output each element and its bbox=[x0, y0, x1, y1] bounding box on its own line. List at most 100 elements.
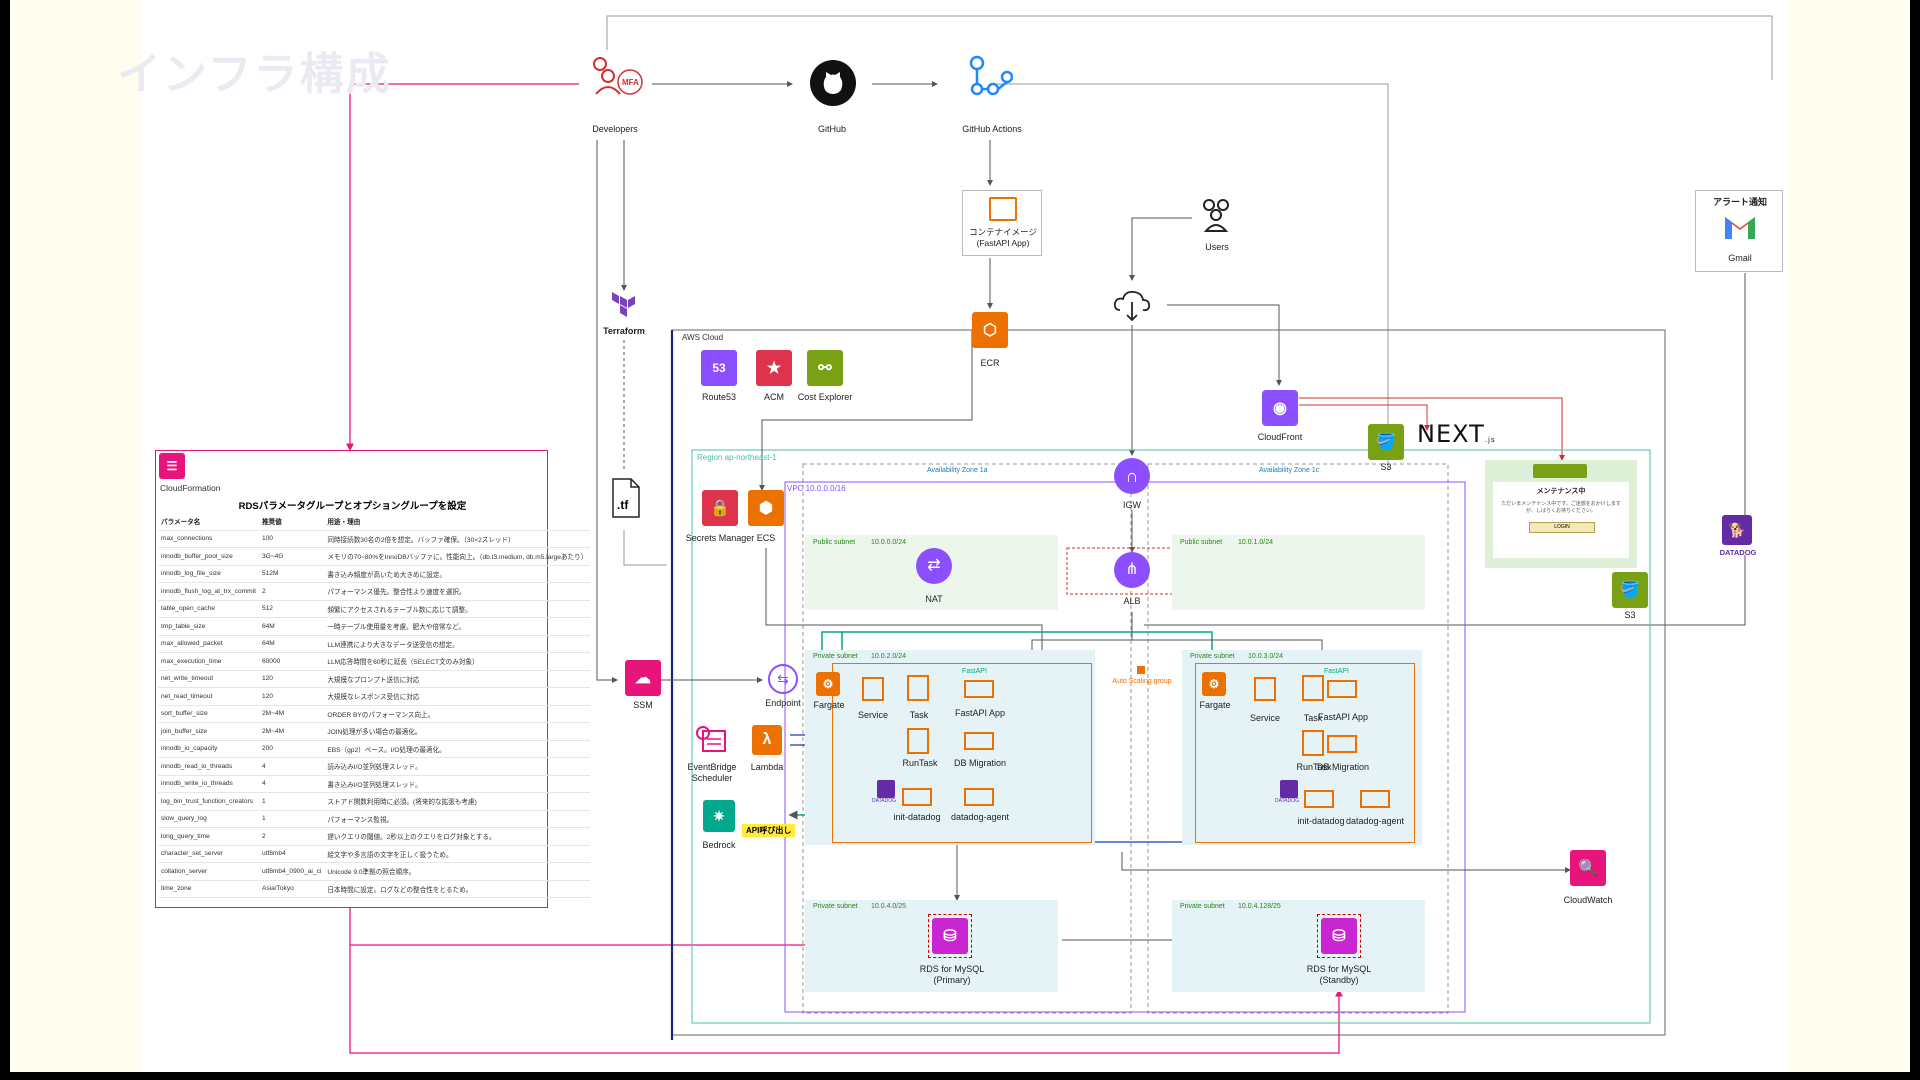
fargate-c-label: Fargate bbox=[1199, 700, 1231, 710]
service-a-icon bbox=[862, 677, 884, 701]
param-reason: EBS（gp2）ベース。I/O処理の最適化。 bbox=[324, 740, 591, 758]
asg-icon bbox=[1137, 666, 1145, 674]
nat-icon: ⇄ bbox=[916, 548, 952, 584]
param-name: table_open_cache bbox=[158, 600, 259, 618]
param-header-value: 推奨値 bbox=[258, 513, 325, 531]
ssm-icon: ☁ bbox=[625, 660, 661, 696]
db-private-subnet-c: Private subnet 10.0.4.128/25 bbox=[1172, 900, 1425, 992]
fastapi-a-tag: FastAPI bbox=[962, 668, 987, 675]
cloudfront-label: CloudFront bbox=[1257, 432, 1303, 442]
container-image-line1: コンテナイメージ bbox=[969, 227, 1037, 237]
rds-primary-line1: RDS for MySQL bbox=[919, 964, 985, 974]
endpoint-label: Endpoint bbox=[765, 698, 801, 708]
param-value: 64M bbox=[258, 635, 325, 653]
param-value: 2M~4M bbox=[258, 705, 325, 723]
param-name: time_zone bbox=[158, 880, 259, 898]
public-subnet-c-cidr: 10.0.1.0/24 bbox=[1238, 539, 1274, 546]
gmail-icon bbox=[1722, 211, 1758, 241]
secrets-manager-label: Secrets Manager bbox=[685, 533, 755, 543]
secrets-manager-icon: 🔒 bbox=[702, 490, 738, 526]
cloudformation-label: CloudFormation bbox=[160, 483, 221, 493]
param-name: innodb_flush_log_at_trx_commit bbox=[158, 582, 259, 601]
ecs-icon: ⬢ bbox=[748, 490, 784, 526]
github-actions-icon bbox=[967, 55, 1014, 103]
datadog-agent-c-icon bbox=[1360, 790, 1390, 808]
cost-explorer-label: Cost Explorer bbox=[797, 392, 853, 402]
alert-gmail-box: アラート通知 Gmail bbox=[1695, 190, 1783, 272]
diagram-canvas: インフラ構成 MFA Developers GitHub GitHub Acti… bbox=[117, 0, 1787, 1072]
users-icon bbox=[1196, 195, 1236, 235]
igw-icon: ∩ bbox=[1114, 458, 1150, 494]
fastapi-app-c-icon bbox=[1327, 680, 1357, 698]
private-subnet-c-label: Private subnet bbox=[1190, 653, 1235, 660]
igw-label: IGW bbox=[1123, 500, 1141, 510]
param-header-reason: 用途・理由 bbox=[324, 513, 591, 531]
maintenance-body: ただいまメンテナンス中です。ご迷惑をおかけしますが、しばらくお待ちください。 bbox=[1501, 501, 1621, 514]
init-datadog-c-label: init-datadog bbox=[1297, 816, 1345, 826]
developers-icon: MFA bbox=[578, 50, 650, 100]
github-actions-label: GitHub Actions bbox=[962, 124, 1022, 134]
runtask-c-icon bbox=[1302, 730, 1324, 756]
param-value: 1 bbox=[258, 792, 325, 811]
param-name: slow_query_log bbox=[158, 810, 259, 828]
tf-file-label: .tf bbox=[617, 498, 629, 512]
cloudwatch-icon: 🔍 bbox=[1570, 850, 1606, 886]
bedrock-label: Bedrock bbox=[702, 840, 736, 850]
datadog-c-icon bbox=[1280, 780, 1298, 798]
param-value: 120 bbox=[258, 670, 325, 688]
mfa-badge: MFA bbox=[622, 78, 639, 87]
param-value: 2M~4M bbox=[258, 722, 325, 741]
s3-top-label: S3 bbox=[1380, 462, 1392, 472]
param-reason: 書き込み頻度が高いため大きめに設定。 bbox=[324, 565, 591, 583]
param-header-name: パラメータ名 bbox=[158, 513, 259, 531]
param-reason: 読み込みI/O並列処理スレッド。 bbox=[324, 757, 591, 776]
private-subnet-a-cidr: 10.0.2.0/24 bbox=[871, 653, 907, 660]
s3-right-label: S3 bbox=[1624, 610, 1636, 620]
param-value: 100 bbox=[258, 530, 325, 548]
fastapi-app-c-label: FastAPI App bbox=[1317, 712, 1369, 722]
cloudwatch-label: CloudWatch bbox=[1563, 895, 1613, 905]
acm-label: ACM bbox=[764, 392, 784, 402]
param-reason: 大規模なプロンプト送信に対応 bbox=[324, 670, 591, 688]
terraform-label: Terraform bbox=[603, 326, 645, 336]
developers-label: Developers bbox=[592, 124, 638, 134]
ecr-label: ECR bbox=[980, 358, 1000, 368]
fastapi-c-tag: FastAPI bbox=[1324, 668, 1349, 675]
param-name: innodb_log_file_size bbox=[158, 565, 259, 583]
github-icon bbox=[810, 60, 856, 106]
github-label: GitHub bbox=[817, 124, 846, 134]
task-a-icon bbox=[907, 675, 929, 701]
param-reason: 遅いクエリの閾値。2秒以上のクエリをログ対象とする。 bbox=[324, 827, 591, 846]
task-c-label: Task bbox=[1303, 713, 1323, 723]
nat-label: NAT bbox=[925, 594, 943, 604]
param-reason: 絵文字や多言語の文字を正しく扱うため。 bbox=[324, 845, 591, 863]
runtask-a-label: RunTask bbox=[902, 758, 938, 768]
cloudformation-icon: ☰ bbox=[159, 453, 185, 479]
public-subnet-c: Public subnet 10.0.1.0/24 bbox=[1172, 535, 1425, 610]
ecr-icon: ⬡ bbox=[972, 312, 1008, 348]
nextjs-suffix: .js bbox=[1484, 436, 1496, 444]
slide: インフラ構成 MFA Developers GitHub GitHub Acti… bbox=[10, 0, 1910, 1072]
container-image-box: コンテナイメージ (FastAPI App) bbox=[962, 190, 1042, 256]
param-reason: ストアド関数利用時に必須。(将来的な拡張も考慮) bbox=[324, 792, 591, 811]
param-reason: 一時テーブル使用量を考慮。肥大や倍常など。 bbox=[324, 617, 591, 636]
asg-frame-c bbox=[1195, 663, 1415, 843]
param-name: innodb_read_io_threads bbox=[158, 757, 259, 776]
datadog-a-tag: DATADOG bbox=[872, 798, 896, 804]
db-private-subnet-a-cidr: 10.0.4.0/25 bbox=[871, 903, 907, 910]
az-c-label: Availability Zone 1c bbox=[1259, 467, 1320, 474]
route53-icon: 53 bbox=[701, 350, 737, 386]
asg-frame-a bbox=[832, 663, 1092, 843]
s3-top-icon: 🪣 bbox=[1368, 424, 1404, 460]
container-image-line2: (FastAPI App) bbox=[976, 238, 1030, 248]
param-name: join_buffer_size bbox=[158, 722, 259, 741]
ssm-label: SSM bbox=[633, 700, 653, 710]
